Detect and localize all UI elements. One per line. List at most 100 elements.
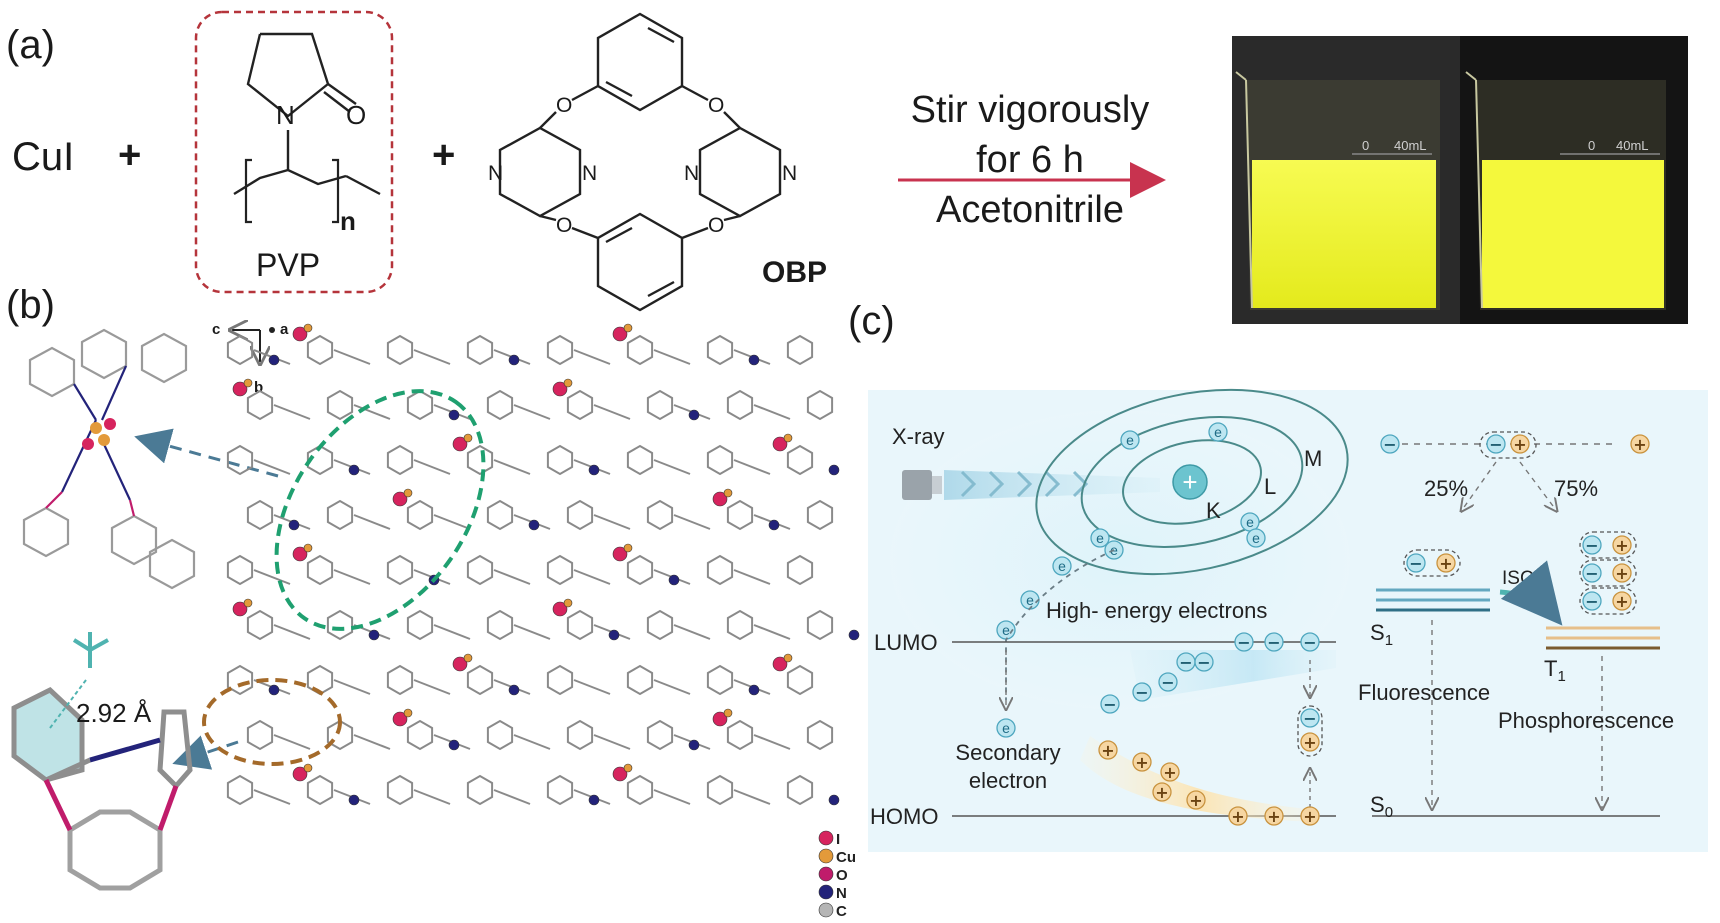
packing-bond bbox=[513, 624, 551, 640]
packing-ring-10 bbox=[406, 389, 434, 421]
packing-atom-n bbox=[508, 684, 520, 696]
packing-bond bbox=[353, 734, 391, 750]
packing-ring-67 bbox=[466, 774, 494, 806]
negative-charge-label-10: − bbox=[1489, 435, 1502, 454]
obp-o-2: O bbox=[708, 94, 724, 117]
packing-ring-69 bbox=[626, 774, 654, 806]
packing-ring-66 bbox=[386, 774, 414, 806]
homo-label: HOMO bbox=[870, 804, 938, 829]
packing-ring-68 bbox=[546, 774, 574, 806]
negative-charge-label-5: − bbox=[1161, 673, 1174, 692]
positive-charge-label-8: + bbox=[1303, 733, 1316, 752]
packing-bond bbox=[593, 734, 631, 750]
packing-atom-cu bbox=[563, 378, 573, 388]
packing-bond bbox=[753, 404, 791, 420]
packing-ring-32 bbox=[226, 554, 254, 586]
packing-atom-cu bbox=[463, 653, 473, 663]
positive-charge-label-10: + bbox=[1513, 435, 1526, 454]
packing-ring-12 bbox=[566, 389, 594, 421]
packing-atom-i bbox=[452, 436, 468, 452]
packing-bond bbox=[653, 349, 691, 365]
condition-line-1: Stir vigorously bbox=[911, 89, 1150, 131]
positive-charge-8 bbox=[1300, 732, 1320, 752]
t1-label: T1 bbox=[1544, 656, 1566, 685]
packing-atom-i bbox=[612, 766, 628, 782]
axis-triad: c a b bbox=[212, 321, 289, 396]
packing-ring-52 bbox=[546, 664, 574, 696]
packing-atom-i bbox=[292, 326, 308, 342]
packing-atom-n bbox=[288, 519, 300, 531]
obp-n-1: N bbox=[488, 162, 503, 185]
positive-charge-label-2: + bbox=[1163, 763, 1176, 782]
highlight-ellipse-green bbox=[274, 389, 486, 631]
electron-1 bbox=[1208, 422, 1228, 442]
packing-atom-cu bbox=[783, 433, 793, 443]
packing-ring-25 bbox=[326, 499, 354, 531]
electron-0 bbox=[1120, 430, 1140, 450]
legend-label-n: N bbox=[836, 885, 847, 902]
packing-ring-51 bbox=[466, 664, 494, 696]
packing-ring-35 bbox=[466, 554, 494, 586]
positive-charge-9 bbox=[1630, 434, 1650, 454]
packing-atom-i bbox=[292, 546, 308, 562]
packing-atom-n bbox=[528, 519, 540, 531]
packing-bond bbox=[273, 624, 311, 640]
packing-bond bbox=[733, 459, 771, 475]
pct-triplet: 75% bbox=[1554, 476, 1598, 501]
packing-ring-13 bbox=[646, 389, 674, 421]
electron-label-6: e bbox=[1058, 558, 1066, 574]
packing-ring-28 bbox=[566, 499, 594, 531]
packing-bond bbox=[653, 679, 691, 695]
negative-charge-label-8: − bbox=[1303, 709, 1316, 728]
packing-ring-17 bbox=[306, 444, 334, 476]
distance-label: 2.92 Å bbox=[76, 698, 152, 728]
packing-atom-n bbox=[588, 794, 600, 806]
shell-k: K bbox=[1206, 498, 1221, 523]
packing-bond bbox=[753, 624, 791, 640]
xray-label: X-ray bbox=[892, 424, 945, 449]
positive-charge-label-12: + bbox=[1615, 536, 1628, 555]
negative-charge-7 bbox=[1100, 694, 1120, 714]
negative-charge-label-1: − bbox=[1267, 633, 1280, 652]
s1-levels bbox=[1376, 588, 1490, 612]
lumo-label: LUMO bbox=[874, 630, 938, 655]
secondary-label-2: electron bbox=[969, 768, 1047, 793]
packing-ring-14 bbox=[726, 389, 754, 421]
pi-interaction-fragment: 2.92 Å bbox=[11, 632, 193, 891]
packing-ring-55 bbox=[786, 664, 814, 696]
packing-ring-60 bbox=[566, 719, 594, 751]
packing-atom-i bbox=[772, 656, 788, 672]
packing-ring-21 bbox=[626, 444, 654, 476]
packing-ring-30 bbox=[726, 499, 754, 531]
packing-bond bbox=[513, 404, 551, 420]
packing-ring-41 bbox=[326, 609, 354, 641]
packing-atom-n bbox=[828, 794, 840, 806]
negative-charge-label-3: − bbox=[1179, 653, 1192, 672]
axis-a: a bbox=[280, 321, 289, 338]
s1-label: S1 bbox=[1370, 620, 1393, 649]
packing-ring-71 bbox=[786, 774, 814, 806]
packing-bond bbox=[653, 459, 691, 475]
packing-bond bbox=[653, 789, 691, 805]
obp-n-2: N bbox=[582, 162, 597, 185]
packing-atom-i bbox=[552, 601, 568, 617]
obp-atom-labels: O O O O N N N N OBP bbox=[488, 94, 827, 289]
negative-charge-label-9: − bbox=[1383, 435, 1396, 454]
packing-atom-cu bbox=[403, 488, 413, 498]
packing-bond bbox=[573, 679, 611, 695]
packing-bond bbox=[673, 624, 711, 640]
obp-n-4: N bbox=[782, 162, 797, 185]
positive-charge-label-3: + bbox=[1155, 783, 1168, 802]
packing-ring-50 bbox=[386, 664, 414, 696]
negative-charge-2 bbox=[1300, 632, 1320, 652]
positive-charge-11 bbox=[1436, 553, 1456, 573]
packing-ring-61 bbox=[646, 719, 674, 751]
positive-charge-label-11: + bbox=[1439, 554, 1452, 573]
obp-o-4: O bbox=[708, 214, 724, 237]
beaker-photo: 40mL 0 40mL 0 bbox=[1232, 36, 1688, 324]
packing-atom-cu bbox=[243, 378, 253, 388]
negative-charge-0 bbox=[1234, 632, 1254, 652]
electron-label-5: e bbox=[1110, 542, 1118, 558]
packing-ring-11 bbox=[486, 389, 514, 421]
packing-atom-n bbox=[448, 409, 460, 421]
